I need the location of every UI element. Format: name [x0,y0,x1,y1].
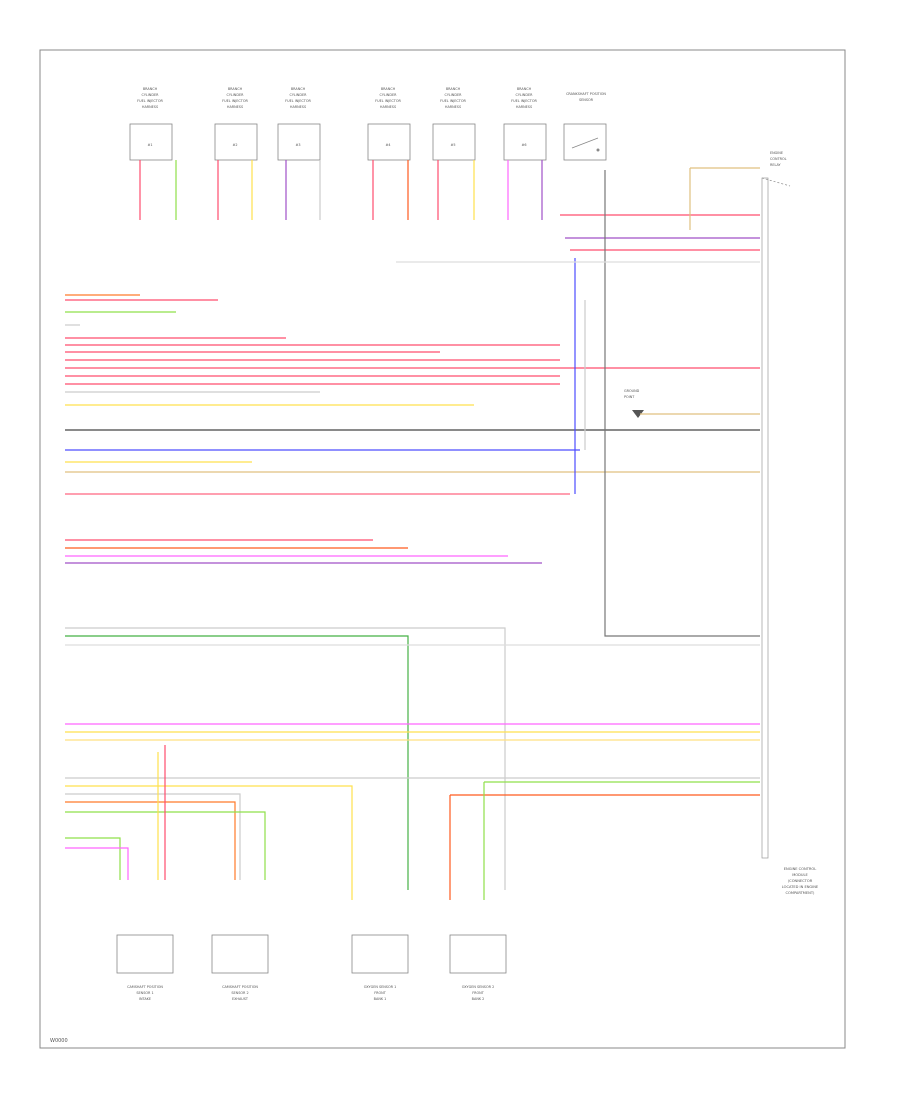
fuel-injectors: BRANCH CYLINDER FUEL INJECTOR HARNESS #1 BRAN… [129,87,547,161]
injector-box [277,123,321,161]
crank-sensor-switch [571,137,599,149]
engine-control-module: ENGINE CONTROL MODULE (CONNECTOR LOCATED… [761,177,819,895]
wire [65,811,266,880]
injector-box [432,123,476,161]
injector-box [214,123,258,161]
bottom-sensor-box [211,934,269,974]
wire [483,781,760,900]
injector-tag: #5 [451,143,456,147]
wire [65,847,129,880]
ecm-pin-strip [761,177,769,859]
relay-arm [761,177,791,187]
bottom-sensor-text: OXYGEN SENSOR 1 [364,985,396,989]
bottom-sensor-box [116,934,174,974]
injector-text: FUEL INJECTOR [222,99,248,103]
injector-box [367,123,411,161]
injector-text: BRANCH [381,87,396,91]
injector-text: CYLINDER [227,93,245,97]
bottom-sensor-text: EXHAUST [232,997,249,1001]
injector-text: FUEL INJECTOR [440,99,466,103]
injector-text: CYLINDER [516,93,534,97]
ground-label-0: GROUND [624,389,640,393]
crank-sensor-contact [596,148,600,152]
injector-text: FUEL INJECTOR [375,99,401,103]
ground-point: GROUND POINT [624,389,644,418]
wire [449,794,760,900]
injector-text: CYLINDER [142,93,160,97]
injector-box [503,123,547,161]
injector-text: FUEL INJECTOR [137,99,163,103]
injector-text: BRANCH [291,87,306,91]
bottom-sensor-text: BANK 1 [374,997,387,1001]
wire [689,167,760,230]
bottom-sensor-box [351,934,409,974]
injector-text: BRANCH [446,87,461,91]
injector-tag: #3 [296,143,301,147]
injector-text: BRANCH [517,87,532,91]
injector-text: CYLINDER [380,93,398,97]
bottom-sensor-text: SENSOR 2 [231,991,248,995]
bottom-sensor-text: INTAKE [139,997,151,1001]
relay-label-0: ENGINE [770,151,783,155]
wire [65,793,241,880]
injector-text: HARNESS [290,105,306,109]
ecm-label-2: (CONNECTOR [788,879,813,883]
injector-text: HARNESS [445,105,461,109]
bottom-sensor-text: FRONT [472,991,485,995]
bottom-sensors: CAMSHAFT POSITION SENSOR 1 INTAKE CAMSHAFT … [116,934,507,1001]
bottom-sensor-text: OXYGEN SENSOR 2 [462,985,494,989]
injector-tag: #6 [522,143,527,147]
ground-symbol [632,410,644,418]
wire [65,785,353,900]
injector-text: HARNESS [516,105,532,109]
wire [65,635,409,890]
injector-text: FUEL INJECTOR [285,99,311,103]
bottom-sensor-text: BANK 2 [472,997,485,1001]
injector-tag: #1 [148,143,153,147]
injector-text: BRANCH [143,87,158,91]
ground-label-1: POINT [624,395,635,399]
wire [65,801,236,880]
ecm-label-4: COMPARTMENT) [786,891,816,895]
wire [65,837,121,880]
injector-text: FUEL INJECTOR [511,99,537,103]
injector-text: CYLINDER [445,93,463,97]
injector-tag: #2 [233,143,238,147]
injector-text: HARNESS [142,105,158,109]
crank-sensor-label-1: SENSOR [579,98,594,102]
crank-sensor-label-0: CRANKSHAFT POSITION [566,92,606,96]
crank-sensor-box [563,123,607,161]
bottom-sensor-text: SENSOR 1 [136,991,153,995]
injector-text: BRANCH [228,87,243,91]
injector-text: CYLINDER [290,93,308,97]
injector-text: HARNESS [380,105,396,109]
bottom-sensor-text: CAMSHAFT POSITION [127,985,163,989]
injector-tag: #4 [386,143,391,147]
engine-control-relay: ENGINE CONTROL RELAY [761,151,791,187]
ecm-label-0: ENGINE CONTROL [784,867,816,871]
injector-box [129,123,173,161]
relay-label-2: RELAY [770,163,782,167]
ecm-label-3: LOCATED IN ENGINE [782,885,819,889]
bottom-sensor-text: FRONT [374,991,387,995]
bottom-sensor-text: CAMSHAFT POSITION [222,985,258,989]
injector-text: HARNESS [227,105,243,109]
relay-label-1: CONTROL [770,157,787,161]
crankshaft-position-sensor: CRANKSHAFT POSITION SENSOR [563,92,607,161]
ecm-label-1: MODULE [792,873,808,877]
wire [65,627,506,890]
wire-harness [65,160,760,900]
crank-signal-wire [604,170,760,637]
bottom-sensor-box [449,934,507,974]
frame-code: W0000 [50,1038,68,1044]
diagram-frame [39,49,846,1049]
